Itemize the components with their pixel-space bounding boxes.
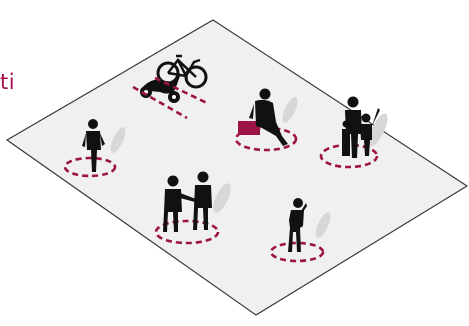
floor-plane: [7, 20, 467, 315]
